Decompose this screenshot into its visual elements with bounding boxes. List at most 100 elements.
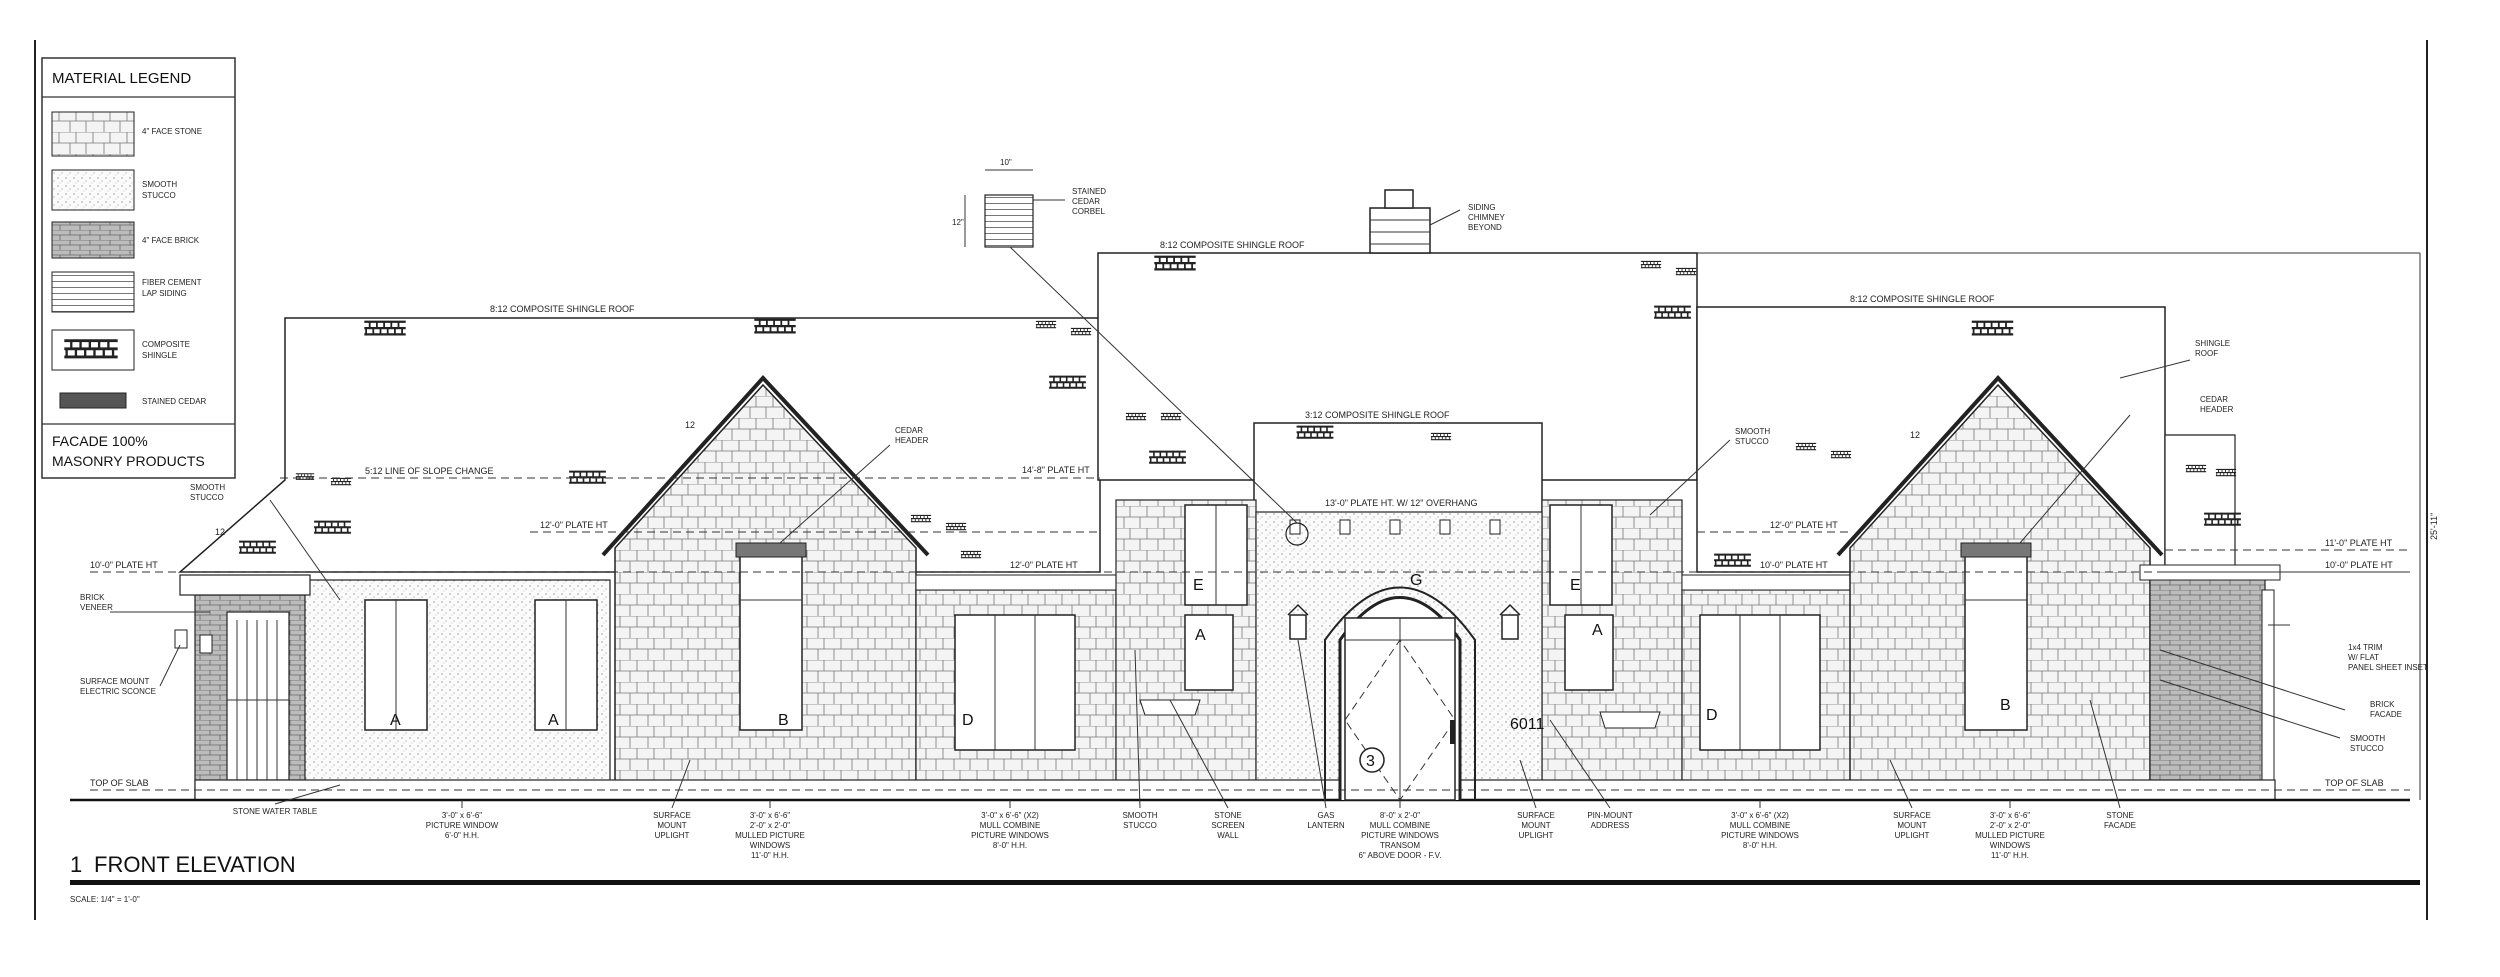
window-tag-b-right: B	[2000, 697, 2011, 714]
cedar-header-left-2: HEADER	[895, 436, 929, 445]
window-tag-a-center-left: A	[1195, 627, 1206, 644]
plate-12-left: 12'-0" PLATE HT	[540, 520, 608, 530]
bottom-note-line: UPLIGHT	[1519, 831, 1554, 840]
wall-right-brick	[2149, 574, 2266, 801]
brick-facade-1: BRICK	[2370, 700, 2395, 709]
bottom-note-line: WINDOWS	[1990, 841, 2030, 850]
window-tag-e-right: E	[1570, 577, 1581, 594]
sconce-left-2	[199, 634, 213, 654]
legend-swatch-stucco	[51, 169, 135, 211]
windows	[174, 504, 2032, 751]
right-trim	[2261, 589, 2275, 801]
bottom-note-line: STONE WATER TABLE	[233, 807, 317, 816]
stucco-left-1: SMOOTH	[190, 483, 225, 492]
material-legend: MATERIAL LEGEND 4" FACE STONE SMOOTH STU…	[41, 57, 236, 479]
legend-note-facade: FACADE 100%	[52, 433, 148, 449]
window-tags: A A B D E A G E A D B	[390, 572, 2011, 729]
bottom-note-line: MULL COMBINE	[1730, 821, 1791, 830]
bottom-note-line: UPLIGHT	[655, 831, 690, 840]
legend-swatch-face-stone	[51, 111, 135, 157]
plate-10-left: 10'-0" PLATE HT	[90, 560, 158, 570]
left-panel-door	[226, 611, 290, 781]
plate-lines	[90, 252, 2421, 800]
bottom-note-line: 8'-0" x 2'-0"	[1380, 811, 1420, 820]
bottom-note-line: 11'-0" H.H.	[1991, 851, 2029, 860]
stucco-left-2: STUCCO	[190, 493, 224, 502]
bottom-note-line: MULLED PICTURE	[1975, 831, 2045, 840]
window-d-left	[954, 614, 1076, 751]
window-tag-e-left: E	[1193, 577, 1204, 594]
slab-right: TOP OF SLAB	[2325, 778, 2384, 788]
legend-title: MATERIAL LEGEND	[52, 70, 191, 87]
window-b-right	[1964, 554, 2028, 731]
roof-label-right: 8:12 COMPOSITE SHINGLE ROOF	[1850, 294, 1995, 304]
bottom-note-line: 3'-0" x 6'-6" (X2)	[1731, 811, 1789, 820]
bottom-note-line: MULLED PICTURE	[735, 831, 805, 840]
roof-label-left: 8:12 COMPOSITE SHINGLE ROOF	[490, 304, 635, 314]
bottom-note-line: 6'-0" H.H.	[445, 831, 479, 840]
chimney-label-1: SIDING	[1468, 203, 1496, 212]
brick-veneer-1: BRICK	[80, 593, 105, 602]
legend-label-siding-1: FIBER CEMENT	[142, 278, 202, 287]
legend-swatch-siding	[51, 271, 135, 313]
sconce-label-2: ELECTRIC SCONCE	[80, 687, 156, 696]
bottom-note-line: STONE	[1214, 811, 1241, 820]
bottom-note-line: PICTURE WINDOWS	[1361, 831, 1439, 840]
plate-12-mid: 12'-0" PLATE HT	[1010, 560, 1078, 570]
legend-label-stucco-2: STUCCO	[142, 191, 176, 200]
drawing-number: 1	[70, 852, 82, 877]
corbel-label-3: CORBEL	[1072, 207, 1105, 216]
roof-labels: 8:12 COMPOSITE SHINGLE ROOF 8:12 COMPOSI…	[215, 240, 1995, 537]
bottom-note-line: LANTERN	[1307, 821, 1345, 830]
sconce-label-1: SURFACE MOUNT	[80, 677, 149, 686]
entry: 3	[1285, 519, 1501, 801]
roofs	[178, 189, 2236, 573]
note-leader	[1519, 759, 1537, 809]
bottom-note-line: STONE	[2106, 811, 2133, 820]
stucco-right-1: SMOOTH	[2350, 734, 2385, 743]
note-leader	[1549, 719, 1611, 809]
plate-11-right: 11'-0" PLATE HT	[2325, 538, 2393, 548]
cedar-header-left	[735, 542, 807, 558]
brick-veneer-2: VENEER	[80, 603, 113, 612]
cedar-header-left-1: CEDAR	[895, 426, 923, 435]
chimney-label-2: CHIMNEY	[1468, 213, 1506, 222]
window-a-center-left	[1184, 614, 1234, 691]
note-leader	[671, 759, 691, 809]
title-underline	[70, 880, 2420, 885]
plate-height-labels: 10'-0" PLATE HT 12'-0" PLATE HT 14'-8" P…	[90, 465, 2439, 788]
bottom-note-line: 3'-0" x 6'-6"	[442, 811, 482, 820]
window-tag-g: G	[1410, 572, 1422, 589]
bottom-note-line: 3'-0" x 6'-6"	[1990, 811, 2030, 820]
window-tag-b-left: B	[778, 712, 789, 729]
title-block: 1 FRONT ELEVATION SCALE: 1/4" = 1'-0"	[70, 852, 2420, 904]
bottom-note-line: 2'-0" x 2'-0"	[750, 821, 790, 830]
bottom-note-line: SURFACE	[1893, 811, 1931, 820]
stucco-right-2: STUCCO	[2350, 744, 2384, 753]
corbel-label-1: STAINED	[1072, 187, 1106, 196]
note-leader	[2089, 699, 2121, 809]
chimney-label-3: BEYOND	[1468, 223, 1502, 232]
bottom-note-line: MOUNT	[1521, 821, 1550, 830]
bottom-note-line: 8'-0" H.H.	[993, 841, 1027, 850]
bottom-note-line: TRANSOM	[1380, 841, 1420, 850]
note-leader	[1169, 699, 1229, 809]
corbel-dim-w: 10"	[1000, 158, 1012, 167]
corbel-label-2: CEDAR	[1072, 197, 1100, 206]
bottom-note-line: WINDOWS	[750, 841, 790, 850]
sconce-left-1	[174, 629, 188, 649]
bottom-note-line: 3'-0" x 6'-6" (X2)	[981, 811, 1039, 820]
planter-left	[1139, 699, 1201, 716]
stucco-center-1: SMOOTH	[1735, 427, 1770, 436]
bottom-note-line: PICTURE WINDOW	[426, 821, 499, 830]
bottom-note-line: MOUNT	[657, 821, 686, 830]
bottom-note-line: 8'-0" H.H.	[1743, 841, 1777, 850]
bottom-note-line: MULL COMBINE	[1370, 821, 1431, 830]
bottom-note-line: PIN-MOUNT	[1587, 811, 1632, 820]
bottom-note-line: WALL	[1217, 831, 1239, 840]
window-tag-d-left: D	[962, 712, 974, 729]
window-a-center-right	[1564, 614, 1614, 691]
bottom-note-line: SURFACE	[1517, 811, 1555, 820]
bottom-note-line: ADDRESS	[1591, 821, 1630, 830]
